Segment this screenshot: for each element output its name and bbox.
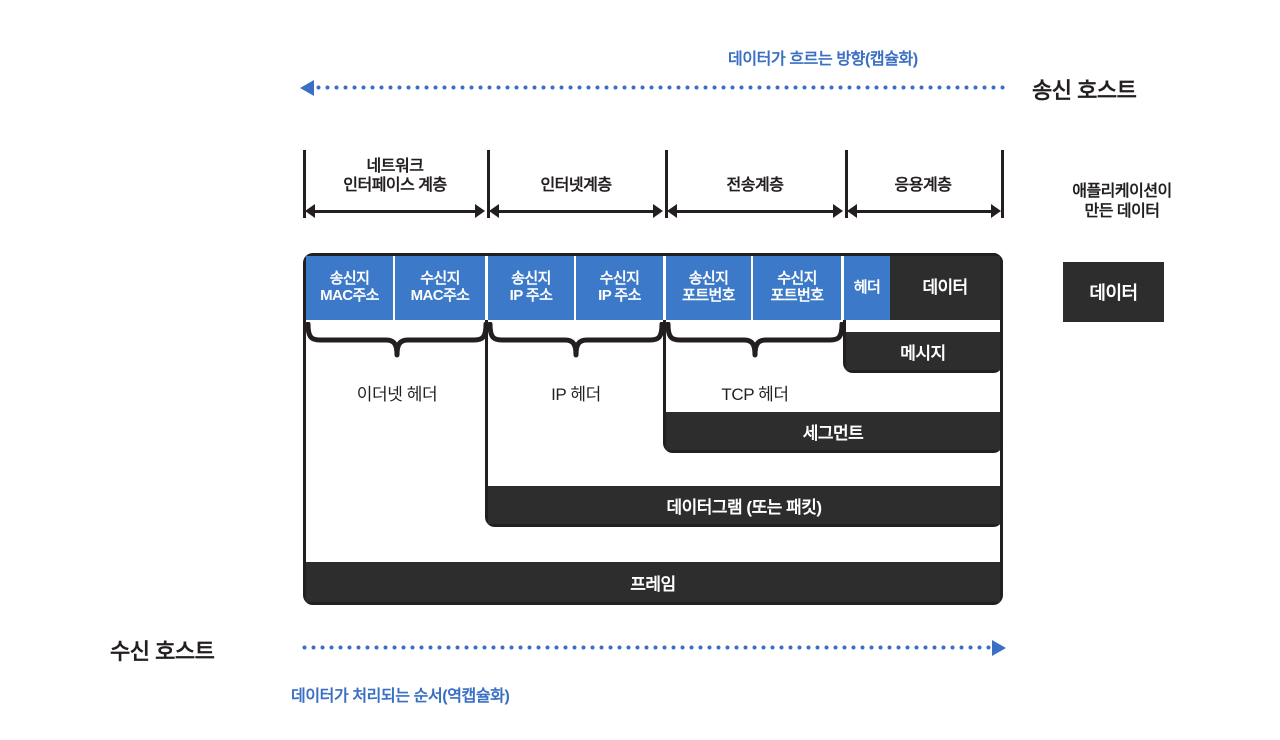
cell-gap xyxy=(485,256,488,320)
header-cell-dst-port: 수신지 포트번호 xyxy=(753,256,841,320)
arrow-shaft xyxy=(498,210,654,213)
cell-gap xyxy=(663,256,666,320)
layer-divider-4 xyxy=(1001,150,1004,218)
pdu-bar-frame: 프레임 xyxy=(306,562,1000,602)
pdu-bar-datagram: 데이터그램 (또는 패킷) xyxy=(488,486,1000,524)
top-flow-dotted-line xyxy=(314,85,1006,90)
header-cell-app-header: 헤더 xyxy=(844,256,890,320)
header-cell-dst-mac: 수신지 MAC주소 xyxy=(395,256,485,320)
arrow-right-icon xyxy=(992,640,1006,656)
top-flow-arrow xyxy=(300,80,1006,96)
header-cell-src-mac: 송신지 MAC주소 xyxy=(306,256,395,320)
top-flow-caption: 데이터가 흐르는 방향(캡슐화) xyxy=(728,51,918,68)
layer-title-application: 응용계층 xyxy=(894,177,952,194)
arrow-right-icon xyxy=(833,204,843,218)
header-cell-dst-ip: 수신지 IP 주소 xyxy=(576,256,663,320)
bottom-flow-arrow xyxy=(300,640,1006,656)
cell-gap xyxy=(841,256,844,320)
brace-ethernet-header xyxy=(306,322,488,358)
receiver-host-label: 수신 호스트 xyxy=(110,639,215,664)
layer-span-arrow-transport xyxy=(667,203,843,219)
header-cell-src-port: 송신지 포트번호 xyxy=(666,256,753,320)
bottom-flow-caption: 데이터가 처리되는 순서(역캡슐화) xyxy=(291,688,510,705)
arrow-right-icon xyxy=(991,204,1001,218)
layer-title-transport: 전송계층 xyxy=(726,177,784,194)
layer-span-arrow-network-interface xyxy=(305,203,485,219)
pdu-bar-segment: 세그먼트 xyxy=(666,412,1000,450)
arrow-right-icon xyxy=(653,204,663,218)
application-data-note: 애플리케이션이 만든 데이터 xyxy=(1072,183,1172,220)
arrow-shaft xyxy=(314,210,476,213)
header-cell-src-ip: 송신지 IP 주소 xyxy=(488,256,576,320)
pdu-bar-message: 메시지 xyxy=(846,332,1000,370)
arrow-left-icon xyxy=(305,204,315,218)
arrow-left-icon xyxy=(300,80,314,96)
header-name-tcp: TCP 헤더 xyxy=(721,385,789,404)
layer-divider-2 xyxy=(665,150,668,218)
arrow-right-icon xyxy=(475,204,485,218)
layer-divider-1 xyxy=(487,150,490,218)
arrow-left-icon xyxy=(667,204,677,218)
brace-tcp-header xyxy=(666,322,844,358)
layer-title-network-interface: 네트워크 인터페이스 계층 xyxy=(343,158,447,194)
arrow-shaft xyxy=(856,210,992,213)
layer-divider-3 xyxy=(845,150,848,218)
arrow-shaft xyxy=(676,210,834,213)
header-name-ip: IP 헤더 xyxy=(551,385,601,404)
layer-divider-0 xyxy=(303,150,306,218)
header-cell-row: 송신지 MAC주소 수신지 MAC주소 송신지 IP 주소 수신지 IP 주소 … xyxy=(306,256,1000,320)
application-data-box: 데이터 xyxy=(1063,262,1164,322)
header-name-ethernet: 이더넷 헤더 xyxy=(356,385,438,404)
layer-span-arrow-internet xyxy=(489,203,663,219)
arrow-left-icon xyxy=(847,204,857,218)
header-cell-app-data: 데이터 xyxy=(890,256,1000,320)
brace-ip-header xyxy=(488,322,664,358)
arrow-left-icon xyxy=(489,204,499,218)
bottom-flow-dotted-line xyxy=(300,645,992,650)
layer-span-arrow-application xyxy=(847,203,1001,219)
sender-host-label: 송신 호스트 xyxy=(1032,78,1137,103)
layer-title-internet: 인터넷계층 xyxy=(540,177,612,194)
